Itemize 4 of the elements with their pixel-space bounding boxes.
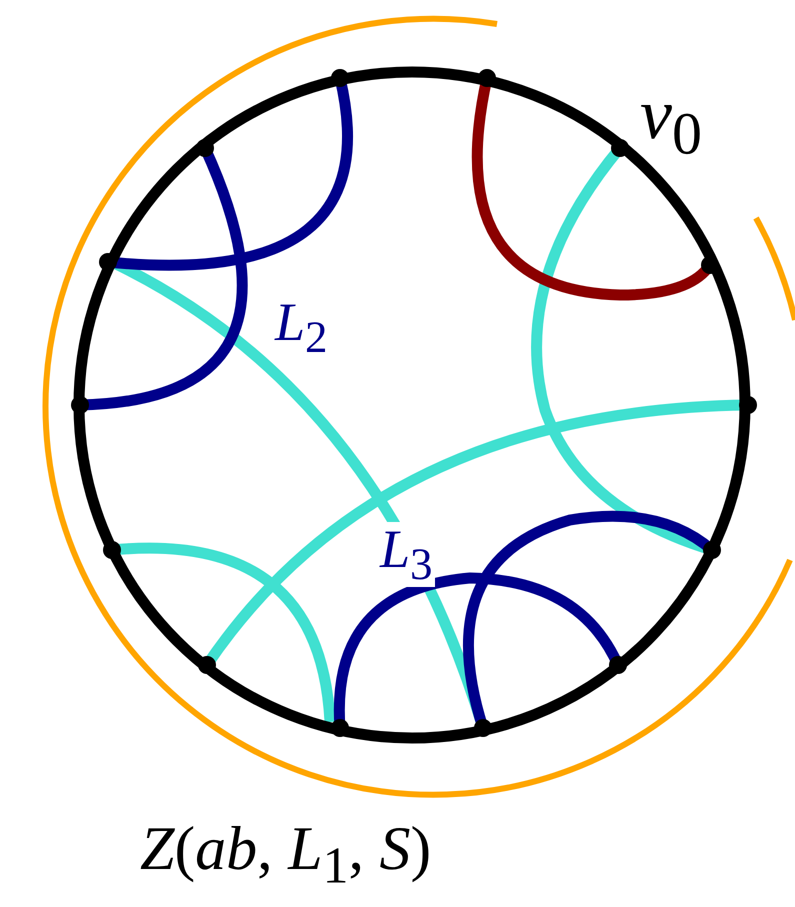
arc-label: Z(ab, L$_{1}$, S) (140, 818, 432, 892)
vertex-label: v$_{0}$ (640, 78, 702, 164)
chord-label: L$_{2}$ (275, 295, 328, 360)
chord-label: L$_{3}$ (378, 522, 435, 587)
